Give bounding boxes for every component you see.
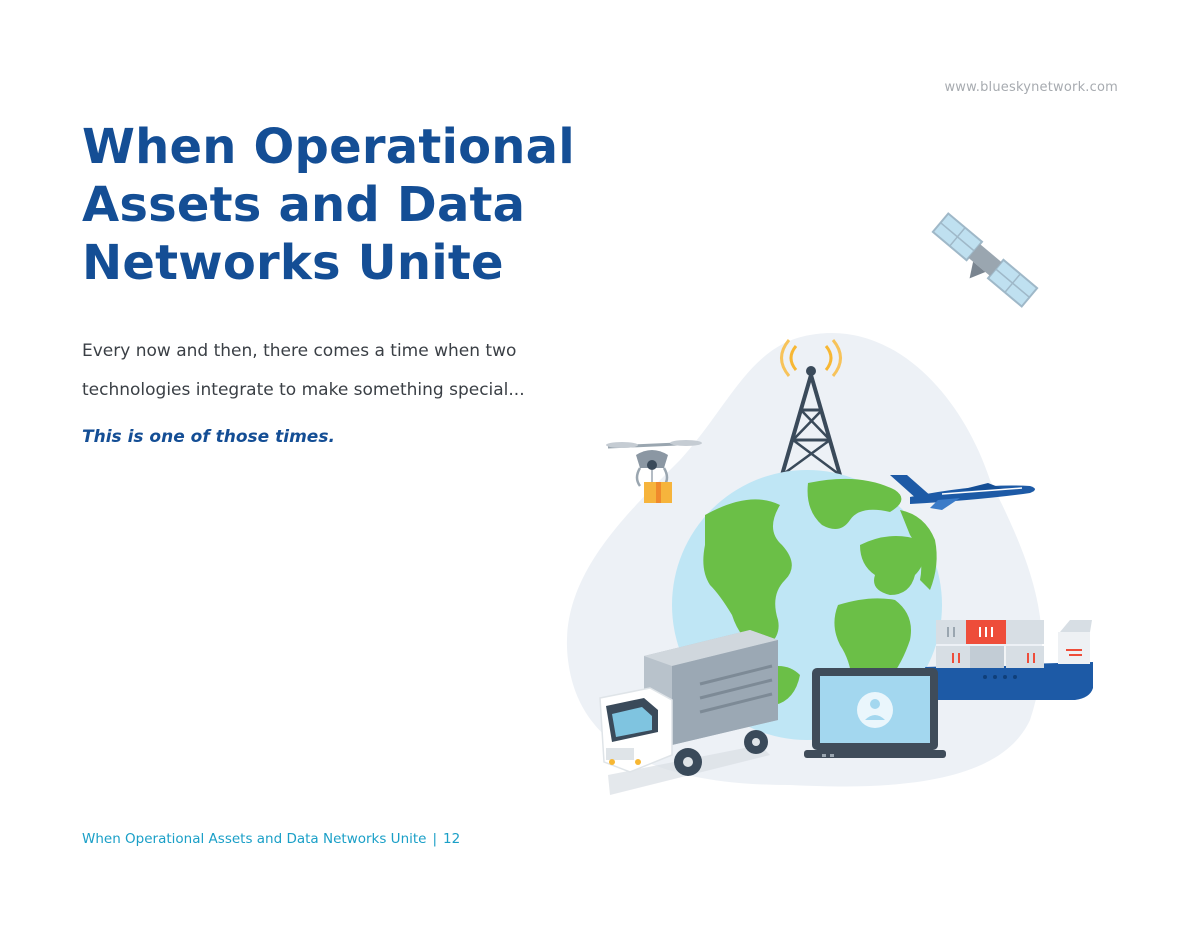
airplane-icon <box>890 475 1035 510</box>
footer: When Operational Assets and Data Network… <box>82 831 460 847</box>
intro-line: Every now and then, there comes a time w… <box>82 341 517 361</box>
footer-doc-title: When Operational Assets and Data Network… <box>82 831 427 847</box>
site-url: www.blueskynetwork.com <box>944 80 1118 95</box>
drone-icon <box>606 440 702 503</box>
truck-icon <box>599 630 778 795</box>
tagline: This is one of those times. <box>82 427 335 447</box>
title-line: Networks Unite <box>82 235 504 291</box>
connectivity-illustration <box>560 200 1120 820</box>
cell-tower-icon <box>780 339 842 477</box>
intro-paragraph: Every now and then, there comes a time w… <box>82 332 582 410</box>
laptop-icon <box>804 668 946 758</box>
title-line: When Operational <box>82 119 575 175</box>
page-number: 12 <box>443 831 461 847</box>
title-line: Assets and Data <box>82 177 526 233</box>
intro-line: technologies integrate to make something… <box>82 380 525 400</box>
footer-separator: | <box>432 831 438 847</box>
page-title: When Operational Assets and Data Network… <box>82 118 642 292</box>
satellite-icon <box>931 212 1039 308</box>
cargo-ship-icon <box>925 620 1093 700</box>
